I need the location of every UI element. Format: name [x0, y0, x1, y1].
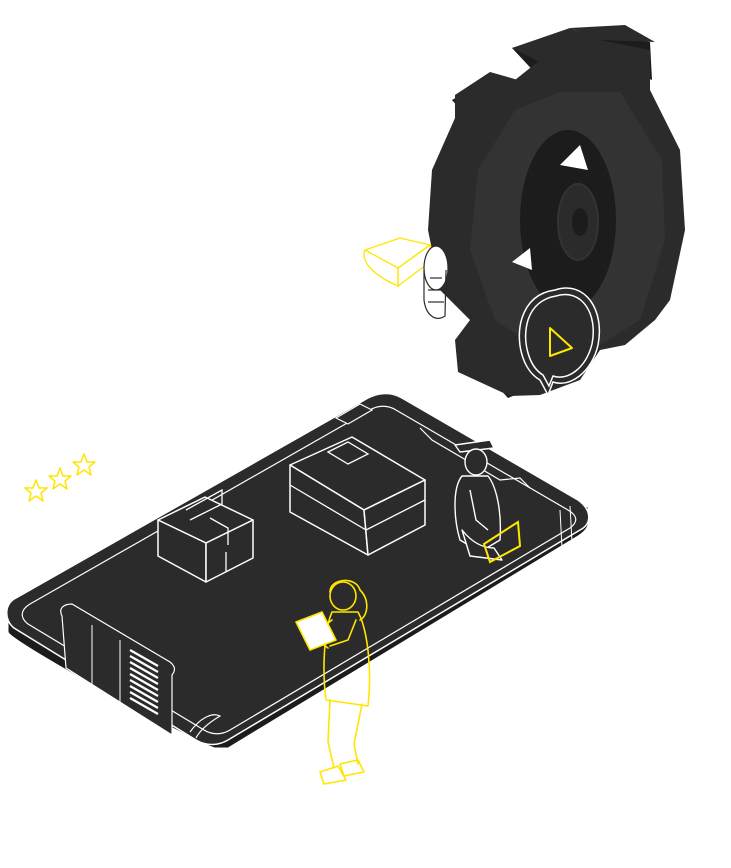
- small-box-tape: [209, 517, 229, 545]
- speaker-slot: [129, 649, 159, 667]
- person-head: [329, 581, 357, 611]
- smartphone-icon: [6, 392, 590, 749]
- person-arm: [469, 489, 489, 531]
- phone-speaker-grille: [129, 649, 159, 715]
- person-arm-right: [329, 619, 357, 647]
- cylinder-top: [423, 245, 449, 291]
- person-shoe-right: [339, 759, 365, 777]
- package-box-icon: [289, 436, 426, 556]
- cylinder-body: [423, 269, 447, 319]
- small-box-right: [205, 519, 254, 583]
- gear-hole-highlight-top: [560, 145, 588, 170]
- large-box-right: [363, 479, 426, 556]
- speaker-slot: [129, 685, 159, 703]
- package-box-icon: [157, 488, 254, 583]
- large-box-label: [326, 441, 370, 465]
- person-leg-left: [327, 699, 335, 769]
- large-box-lid-edge: [365, 499, 426, 531]
- gear-tooth-top-right: [570, 25, 655, 42]
- speaker-slot: [129, 667, 159, 685]
- star-icon: [48, 467, 72, 490]
- gear-hub-center: [572, 208, 588, 236]
- phone-top-tag: [334, 403, 374, 425]
- speech-bubble-outline-inner: [524, 293, 594, 388]
- star-icon: [72, 453, 96, 476]
- cheese-wedge-arc: [363, 249, 399, 287]
- person-icon: [454, 439, 503, 561]
- rating-stars: [24, 453, 96, 502]
- phone-edge-line: [559, 509, 563, 549]
- large-box-lid-edge: [289, 484, 367, 531]
- person-shoe-left: [319, 765, 347, 785]
- cheese-wedge-icon: [363, 237, 432, 288]
- phone-edge-line: [569, 505, 573, 543]
- speaker-slot: [129, 697, 159, 715]
- person-leg-right: [353, 703, 363, 765]
- phone-notch: [419, 427, 531, 489]
- speech-bubble-icon: [518, 287, 601, 397]
- speaker-slot: [129, 655, 159, 673]
- person-hat: [454, 439, 495, 453]
- speaker-slot: [129, 679, 159, 697]
- phone-squiggle: [189, 714, 222, 739]
- person-legs: [461, 529, 503, 561]
- phone-screen-outline: [21, 405, 577, 735]
- cheese-wedge-top: [363, 237, 432, 269]
- person-body: [454, 475, 502, 553]
- person-icon: [295, 579, 371, 785]
- speaker-slot: [129, 691, 159, 709]
- small-box-flap: [185, 488, 223, 521]
- star-icon: [24, 479, 48, 502]
- cylinder-icon: [423, 245, 449, 319]
- person-head: [464, 448, 488, 476]
- speaker-slot: [129, 673, 159, 691]
- speaker-slot: [129, 661, 159, 679]
- gear-tooth-left: [455, 72, 518, 105]
- gear-tooth-top: [512, 28, 600, 62]
- tablet-icon: [295, 611, 337, 651]
- phone-screen-accent: [482, 520, 522, 564]
- gear-hole-highlight-bottom: [512, 248, 532, 270]
- person-hair: [329, 579, 368, 621]
- play-icon: [549, 327, 573, 357]
- gear-icon: [428, 25, 685, 398]
